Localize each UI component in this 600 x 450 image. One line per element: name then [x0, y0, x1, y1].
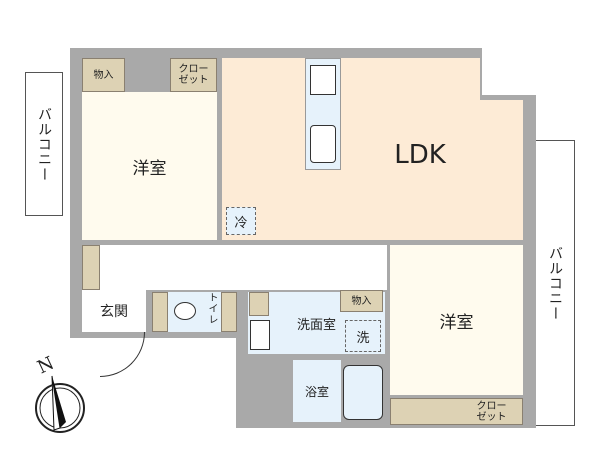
- western-room-left-label: 洋室: [132, 158, 167, 179]
- kitchen-counter: [305, 58, 341, 170]
- storage-washroom: 物入: [340, 290, 383, 312]
- storage-top-left: 物入: [82, 58, 125, 92]
- washbasin-icon: [250, 320, 270, 350]
- ldk-label-box: LDK: [380, 135, 460, 175]
- stove-icon: [310, 65, 336, 95]
- ldk-room: [222, 58, 480, 240]
- entrance: 玄関: [82, 290, 146, 332]
- balcony-left-label: バルコニー: [36, 106, 52, 182]
- balcony-right: バルコニー: [535, 140, 575, 426]
- toilet-label: トイレ: [206, 292, 217, 325]
- western-room-left: 洋室: [82, 92, 217, 240]
- washroom-label: 洗面室: [296, 317, 336, 333]
- closet-top-label-1: クロー: [178, 64, 209, 75]
- western-room-right: 洋室: [390, 245, 523, 395]
- toilet-room: トイレ: [152, 292, 237, 332]
- storage-top-left-label: 物入: [93, 69, 114, 81]
- washroom-shelf: [249, 292, 269, 316]
- closet-top-label-2: ゼット: [178, 75, 209, 86]
- bathtub-icon: [343, 365, 383, 420]
- closet-bottom-label-1: クロー: [476, 400, 507, 412]
- closet-bottom-label-2: ゼット: [476, 411, 507, 423]
- western-room-right-label: 洋室: [439, 312, 474, 333]
- fridge-label: 冷: [234, 215, 248, 231]
- storage-washroom-label: 物入: [351, 295, 372, 307]
- toilet-shelf-right: [221, 292, 237, 332]
- closet-bottom-right: クロー ゼット: [390, 398, 523, 425]
- sink-icon: [310, 125, 336, 163]
- ldk-room-east: [478, 100, 523, 240]
- closet-top: クロー ゼット: [170, 58, 217, 92]
- bathroom: 浴室: [293, 360, 341, 422]
- bathroom-label: 浴室: [304, 384, 329, 399]
- entrance-label: 玄関: [100, 304, 128, 320]
- hallway: [82, 245, 387, 290]
- balcony-right-label: バルコニー: [547, 245, 563, 321]
- entrance-door[interactable]: [100, 332, 145, 377]
- shoe-storage: [82, 245, 100, 290]
- compass-icon: [35, 375, 85, 433]
- fridge-space: 冷: [226, 207, 256, 235]
- washer-label: 洗: [356, 330, 370, 346]
- toilet-icon: [174, 302, 196, 320]
- balcony-left: バルコニー: [25, 72, 63, 216]
- compass: N: [30, 353, 100, 440]
- toilet-shelf-left: [152, 292, 168, 332]
- ldk-label: LDK: [394, 140, 446, 170]
- washer-space: 洗: [345, 320, 381, 352]
